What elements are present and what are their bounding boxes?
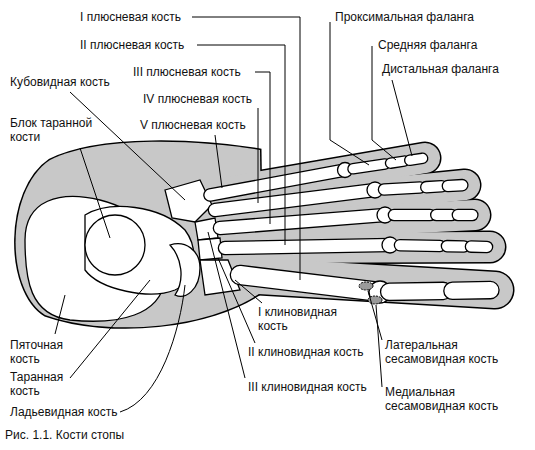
phalanx-outline — [400, 239, 440, 252]
part-label: Кубовидная кость — [10, 75, 110, 89]
phalanx-outline — [394, 209, 430, 222]
metatarsal-outline — [225, 245, 390, 248]
part-label: IV плюсневая кость — [143, 92, 252, 106]
leader-line — [330, 22, 369, 165]
leader-line — [368, 291, 382, 340]
lateral-sesamoid — [359, 282, 373, 290]
phalanx-outline — [426, 180, 441, 193]
metatarsal-outline — [215, 190, 375, 210]
metatarsal — [240, 275, 380, 292]
leader-line — [255, 72, 270, 224]
leader-line — [218, 258, 255, 343]
metatarsal — [215, 190, 375, 210]
leader-line — [70, 92, 185, 200]
part-label: III клиновидная кость — [248, 380, 367, 394]
soft-tissue — [16, 142, 495, 328]
phalanx — [400, 240, 440, 251]
tissue-outline — [220, 215, 475, 228]
leader-line — [70, 280, 150, 378]
metatarsal-outline — [220, 215, 385, 228]
phalanx-outline — [410, 158, 423, 160]
phalanx — [458, 210, 472, 220]
leader-line — [208, 232, 245, 378]
phalanx-outline — [447, 240, 464, 253]
leader-line — [55, 295, 65, 334]
metatarsal — [220, 215, 385, 228]
part-label: II клиновидная кость — [248, 345, 363, 359]
tissue-fill — [220, 215, 475, 228]
part-label: Средняя фаланга — [378, 38, 477, 52]
phalanx-outline — [458, 209, 472, 222]
leader-line — [80, 148, 110, 238]
phalanx — [389, 283, 443, 300]
cuboid — [165, 180, 212, 222]
phalanx-outline — [452, 281, 490, 300]
leader-line — [376, 305, 382, 387]
phalanx-outline — [448, 179, 462, 192]
phalanx — [448, 180, 462, 191]
phalanx — [447, 241, 464, 251]
part-label: Пяточная кость — [10, 338, 72, 366]
talus-trochlea — [85, 215, 145, 275]
phalanx-outline — [471, 240, 487, 253]
part-label: V плюсневая кость — [140, 118, 246, 132]
soft-tissue-outline — [16, 142, 495, 328]
phalanx-outline — [391, 161, 405, 163]
phalanx — [471, 242, 487, 252]
phalanx — [436, 210, 451, 220]
part-label: Проксимальная фаланга — [335, 10, 474, 24]
phalanx — [452, 282, 490, 299]
figure-caption: Рис. 1.1. Кости стопы — [5, 428, 124, 442]
part-label: Медиальная сесамовидная кость — [385, 385, 520, 413]
leader-line — [392, 80, 412, 156]
metatarsals-and-phalanges — [210, 158, 490, 303]
leader-line — [215, 135, 222, 188]
phalanx-outline — [384, 188, 420, 190]
part-label: Блок таранной кости — [10, 116, 102, 144]
part-label: III плюсневая кость — [133, 65, 241, 79]
part-label: I плюсневая кость — [80, 10, 181, 24]
part-label: Латеральная сесамовидная кость — [385, 338, 520, 366]
part-label: Таранная кость — [10, 370, 72, 398]
part-label: I клиновидная кость — [258, 305, 348, 333]
leader-line — [120, 285, 185, 412]
phalanx — [426, 181, 441, 192]
metatarsal-outline — [240, 275, 380, 292]
metatarsal — [225, 245, 390, 248]
phalanx-outline — [436, 209, 451, 222]
phalanx — [384, 188, 420, 190]
part-label: II плюсневая кость — [80, 38, 184, 52]
leader-line — [192, 17, 300, 280]
phalanx-outline — [389, 282, 443, 302]
leader-line — [235, 280, 262, 303]
phalanx — [394, 210, 430, 220]
part-label: Ладьевидная кость — [10, 405, 118, 419]
phalanx — [410, 158, 423, 160]
part-label: Дистальная фаланга — [382, 62, 499, 76]
leader-line — [258, 108, 259, 203]
phalanx — [391, 161, 405, 163]
